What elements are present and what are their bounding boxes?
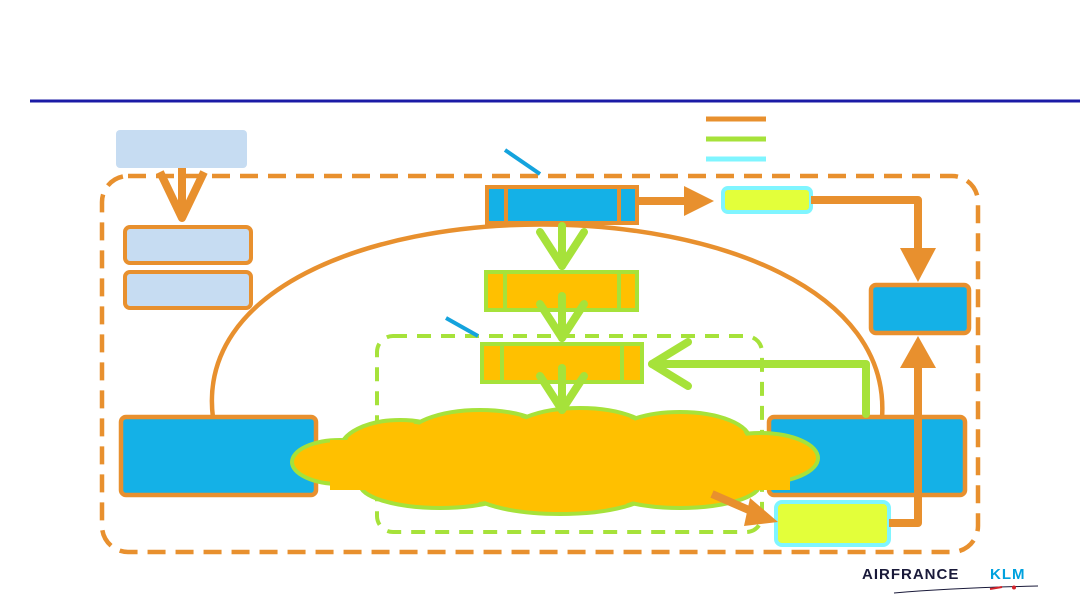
legend bbox=[706, 116, 766, 162]
logo-swoosh-icon bbox=[893, 585, 1039, 594]
process-box-top bbox=[485, 185, 639, 225]
tick-mark-top bbox=[503, 148, 542, 176]
green-feedback-arrow bbox=[648, 338, 870, 418]
down-arrow-left bbox=[156, 168, 208, 222]
right-small-box bbox=[868, 282, 972, 336]
green-down-arrow-2 bbox=[536, 292, 588, 342]
left-system-box bbox=[118, 414, 319, 498]
outer-dashed-boundary bbox=[99, 173, 981, 555]
logo-text-klm: KLM bbox=[990, 566, 1026, 583]
airfrance-klm-logo: AIRFRANCE KLM bbox=[862, 566, 1062, 600]
orange-arrow-right-top bbox=[637, 186, 714, 216]
orange-connector-to-right-box bbox=[811, 196, 936, 282]
green-down-arrow-1 bbox=[536, 222, 588, 270]
stack-box-2 bbox=[123, 270, 253, 310]
cloud-shape bbox=[290, 406, 820, 516]
tick-mark-middle bbox=[445, 316, 479, 338]
orange-connector-up bbox=[889, 336, 936, 527]
yellow-box-top bbox=[721, 186, 813, 214]
logo-text-airfrance: AIRFRANCE bbox=[862, 566, 960, 583]
green-down-arrow-3 bbox=[536, 364, 588, 414]
yellow-box-bottom bbox=[774, 500, 891, 547]
orange-arrow-to-bottom-box bbox=[710, 490, 778, 526]
stack-box-1 bbox=[123, 225, 253, 265]
top-left-input-box bbox=[116, 130, 247, 168]
